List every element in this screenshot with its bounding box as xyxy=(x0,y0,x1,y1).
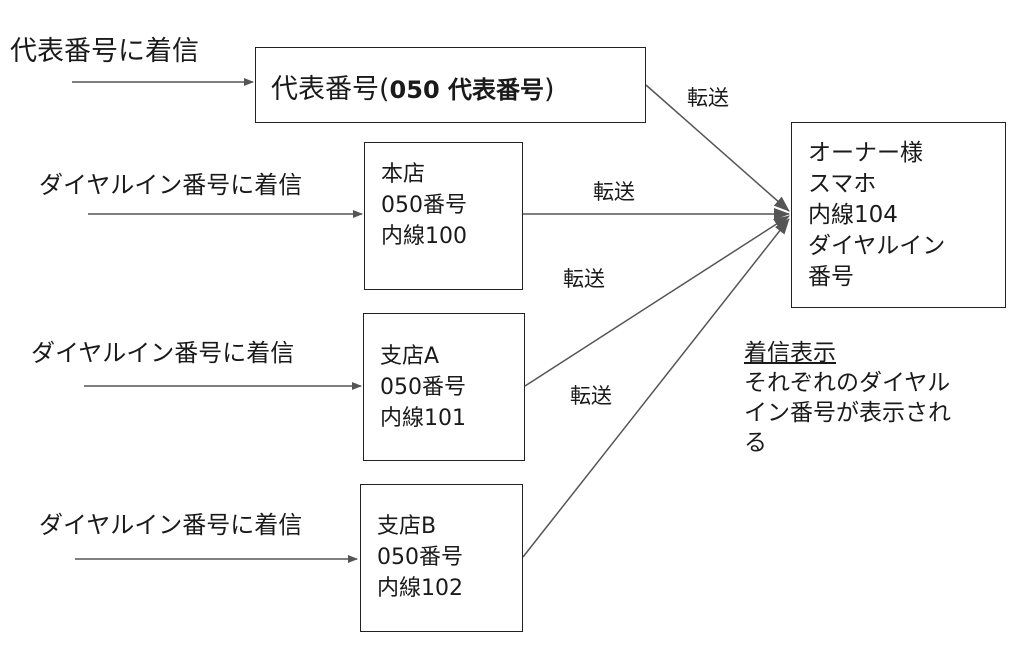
transfer-label-shiten-a: 転送 xyxy=(563,267,605,291)
shiten-b-box xyxy=(360,484,523,632)
transfer-label-honten: 転送 xyxy=(593,180,635,204)
incoming-label-representative: 代表番号に着信 xyxy=(10,36,199,67)
shiten-a-name: 支店A xyxy=(380,344,440,369)
incoming-label-shiten-b: ダイヤルイン番号に着信 xyxy=(39,511,303,539)
incoming-label-shiten-a: ダイヤルイン番号に着信 xyxy=(31,339,295,367)
incoming-label-honten: ダイヤルイン番号に着信 xyxy=(39,171,303,199)
owner-extension: 内線104 xyxy=(808,202,898,228)
shiten-b-extension: 内線102 xyxy=(377,576,463,601)
honten-extension: 内線100 xyxy=(381,224,467,249)
shiten-a-extension: 内線101 xyxy=(380,406,466,431)
representative-bold: 050 代表番号 xyxy=(389,76,544,104)
transfer-line-shiten-a xyxy=(524,215,790,387)
honten-name: 本店 xyxy=(381,162,426,187)
note-line-2: イン番号が表示され xyxy=(744,400,951,426)
note-line-1: それぞれのダイヤル xyxy=(744,370,951,396)
transfer-line-shiten-b xyxy=(522,218,790,558)
owner-number: 番号 xyxy=(808,264,854,290)
shiten-a-number: 050番号 xyxy=(380,375,466,400)
representative-prefix: 代表番号( xyxy=(271,74,390,105)
caller-id-note: 着信表示 それぞれのダイヤル イン番号が表示され る xyxy=(744,338,1014,458)
representative-suffix: ) xyxy=(544,74,555,105)
note-line-3: る xyxy=(744,430,767,456)
shiten-a-box xyxy=(363,313,525,461)
shiten-a-box-text: 支店A 050番号 内線101 xyxy=(380,341,466,434)
owner-device: スマホ xyxy=(808,171,877,197)
representative-number-text: 代表番号(050 代表番号) xyxy=(271,67,555,106)
shiten-b-name: 支店B xyxy=(377,514,437,539)
honten-box-text: 本店 050番号 内線100 xyxy=(381,159,467,252)
owner-box-text: オーナー様 スマホ 内線104 ダイヤルイン 番号 xyxy=(808,138,945,293)
owner-dialin: ダイヤルイン xyxy=(808,233,946,259)
representative-number-box xyxy=(255,47,646,123)
honten-number: 050番号 xyxy=(381,193,467,218)
shiten-b-number: 050番号 xyxy=(377,545,463,570)
note-title: 着信表示 xyxy=(744,340,836,366)
owner-title: オーナー様 xyxy=(808,140,923,166)
transfer-label-shiten-b: 転送 xyxy=(570,384,612,408)
shiten-b-box-text: 支店B 050番号 内線102 xyxy=(377,511,463,604)
transfer-line-representative xyxy=(645,84,790,212)
transfer-label-representative: 転送 xyxy=(687,86,729,110)
honten-box xyxy=(364,142,523,290)
owner-smartphone-box xyxy=(791,122,1006,308)
